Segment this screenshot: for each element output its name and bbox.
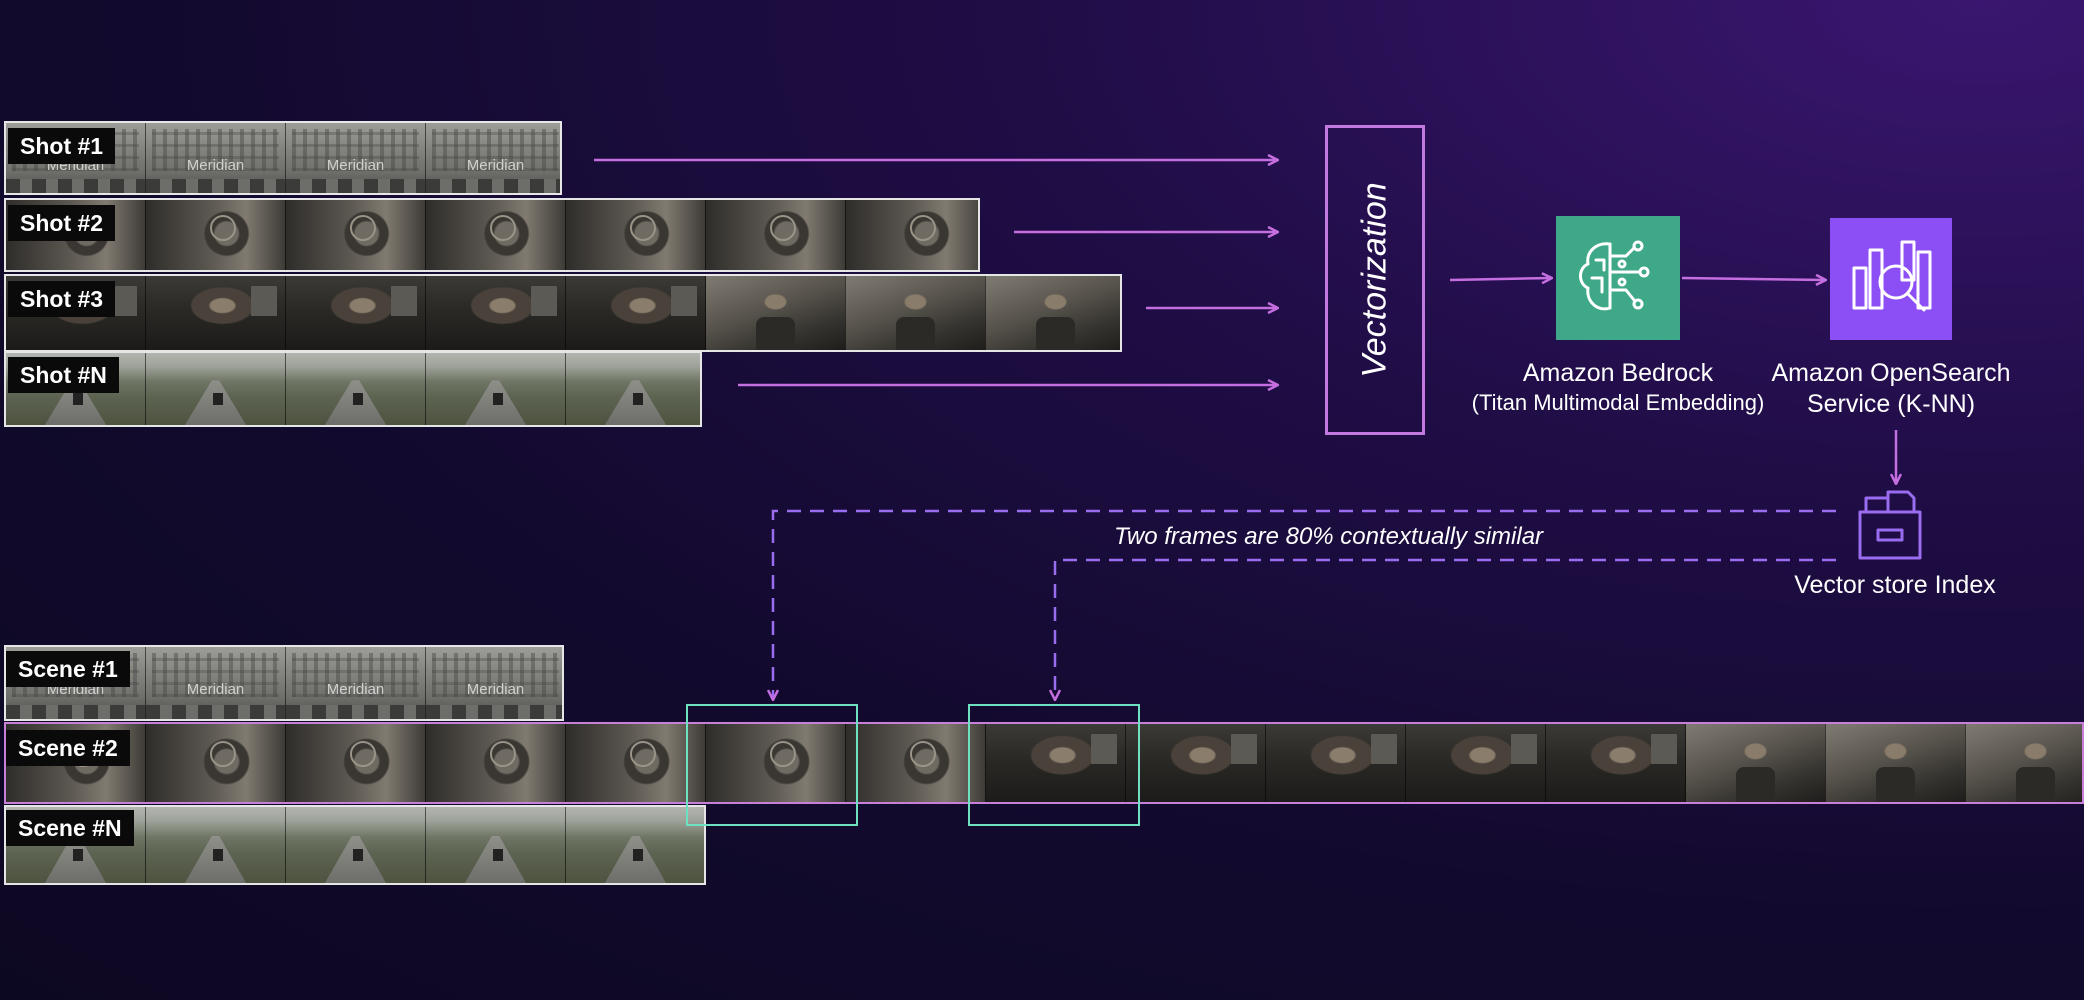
arrow-vector-to-bedrock bbox=[1449, 278, 1552, 280]
shot-n-frame-2 bbox=[146, 353, 286, 425]
shot-n-frame-3 bbox=[286, 353, 426, 425]
shot-3-frame-5 bbox=[566, 276, 706, 350]
scene-2-frame-15 bbox=[1966, 724, 2082, 802]
opensearch-label: Amazon OpenSearch Service (K-NN) bbox=[1746, 358, 2036, 420]
shot-1-frame-4: Meridian bbox=[426, 123, 560, 193]
scene-1-frame-4: Meridian bbox=[426, 647, 562, 719]
vector-store-index-icon bbox=[1850, 486, 1930, 566]
match-frame-highlight-1 bbox=[686, 704, 858, 826]
shot-2-frame-7 bbox=[846, 200, 978, 270]
vectorization-label: Vectorization bbox=[1355, 182, 1394, 378]
scene-1-frame-3: Meridian bbox=[286, 647, 426, 719]
scene-2-frame-5 bbox=[566, 724, 706, 802]
scene-2-frame-11 bbox=[1406, 724, 1546, 802]
shot-n-frame-4 bbox=[426, 353, 566, 425]
shot-n-label: Shot #N bbox=[8, 357, 119, 393]
opensearch-title: Amazon OpenSearch bbox=[1771, 359, 2011, 387]
scene-2-frame-12 bbox=[1546, 724, 1686, 802]
shot-2-frame-4 bbox=[426, 200, 566, 270]
frame-watermark: Meridian bbox=[466, 681, 525, 698]
scene-n-label: Scene #N bbox=[6, 810, 134, 846]
shot-1-label: Shot #1 bbox=[8, 128, 116, 164]
shot-2-frame-6 bbox=[706, 200, 846, 270]
shot-1-frame-2: Meridian bbox=[146, 123, 286, 193]
scene-1-frame-2: Meridian bbox=[146, 647, 286, 719]
shot-3-frame-6 bbox=[706, 276, 846, 350]
scene-2-frame-7 bbox=[846, 724, 986, 802]
shot-3-strip bbox=[4, 274, 1122, 352]
shot-3-frame-2 bbox=[146, 276, 286, 350]
scene-2-frame-9 bbox=[1126, 724, 1266, 802]
dashed-link-2 bbox=[1055, 558, 1836, 700]
frame-watermark: Meridian bbox=[466, 157, 525, 174]
scene-2-frame-13 bbox=[1686, 724, 1826, 802]
scene-2-frame-6 bbox=[706, 724, 846, 802]
similarity-note: Two frames are 80% contextually similar bbox=[1114, 523, 1544, 550]
scene-2-frame-3 bbox=[286, 724, 426, 802]
scene-n-frame-2 bbox=[146, 807, 286, 883]
scene-1-label: Scene #1 bbox=[6, 651, 130, 687]
arrow-bedrock-to-opensearch bbox=[1681, 278, 1826, 280]
scene-2-frame-14 bbox=[1826, 724, 1966, 802]
match-frame-highlight-2 bbox=[968, 704, 1140, 826]
opensearch-subtitle: Service (K-NN) bbox=[1806, 390, 1976, 418]
scene-2-strip bbox=[4, 722, 2084, 804]
scene-n-frame-4 bbox=[426, 807, 566, 883]
shot-2-frame-3 bbox=[286, 200, 426, 270]
scene-n-frame-5 bbox=[566, 807, 704, 883]
shot-2-label: Shot #2 bbox=[8, 205, 116, 241]
frame-watermark: Meridian bbox=[326, 681, 385, 698]
vector-store-label: Vector store Index bbox=[1794, 571, 1996, 599]
shot-3-frame-3 bbox=[286, 276, 426, 350]
shot-n-frame-5 bbox=[566, 353, 700, 425]
scene-2-label: Scene #2 bbox=[6, 730, 130, 766]
bedrock-label: Amazon Bedrock (Titan Multimodal Embeddi… bbox=[1458, 358, 1778, 417]
shot-3-label: Shot #3 bbox=[8, 281, 116, 317]
vectorization-box: Vectorization bbox=[1325, 125, 1425, 435]
bedrock-subtitle: (Titan Multimodal Embedding) bbox=[1471, 390, 1765, 415]
scene-2-frame-4 bbox=[426, 724, 566, 802]
shot-2-strip bbox=[4, 198, 980, 272]
bedrock-brain-icon bbox=[1556, 216, 1680, 340]
frame-watermark: Meridian bbox=[186, 157, 245, 174]
shot-n-strip bbox=[4, 351, 702, 427]
frame-watermark: Meridian bbox=[186, 681, 245, 698]
shot-3-frame-7 bbox=[846, 276, 986, 350]
shot-3-frame-8 bbox=[986, 276, 1120, 350]
bedrock-title: Amazon Bedrock bbox=[1522, 359, 1714, 387]
shot-1-frame-3: Meridian bbox=[286, 123, 426, 193]
scene-2-frame-2 bbox=[146, 724, 286, 802]
shot-2-frame-5 bbox=[566, 200, 706, 270]
scene-2-frame-8 bbox=[986, 724, 1126, 802]
frame-watermark: Meridian bbox=[326, 157, 385, 174]
scene-2-frame-10 bbox=[1266, 724, 1406, 802]
shot-3-frame-4 bbox=[426, 276, 566, 350]
scene-n-frame-3 bbox=[286, 807, 426, 883]
opensearch-magnifier-icon bbox=[1830, 218, 1952, 340]
shot-2-frame-2 bbox=[146, 200, 286, 270]
